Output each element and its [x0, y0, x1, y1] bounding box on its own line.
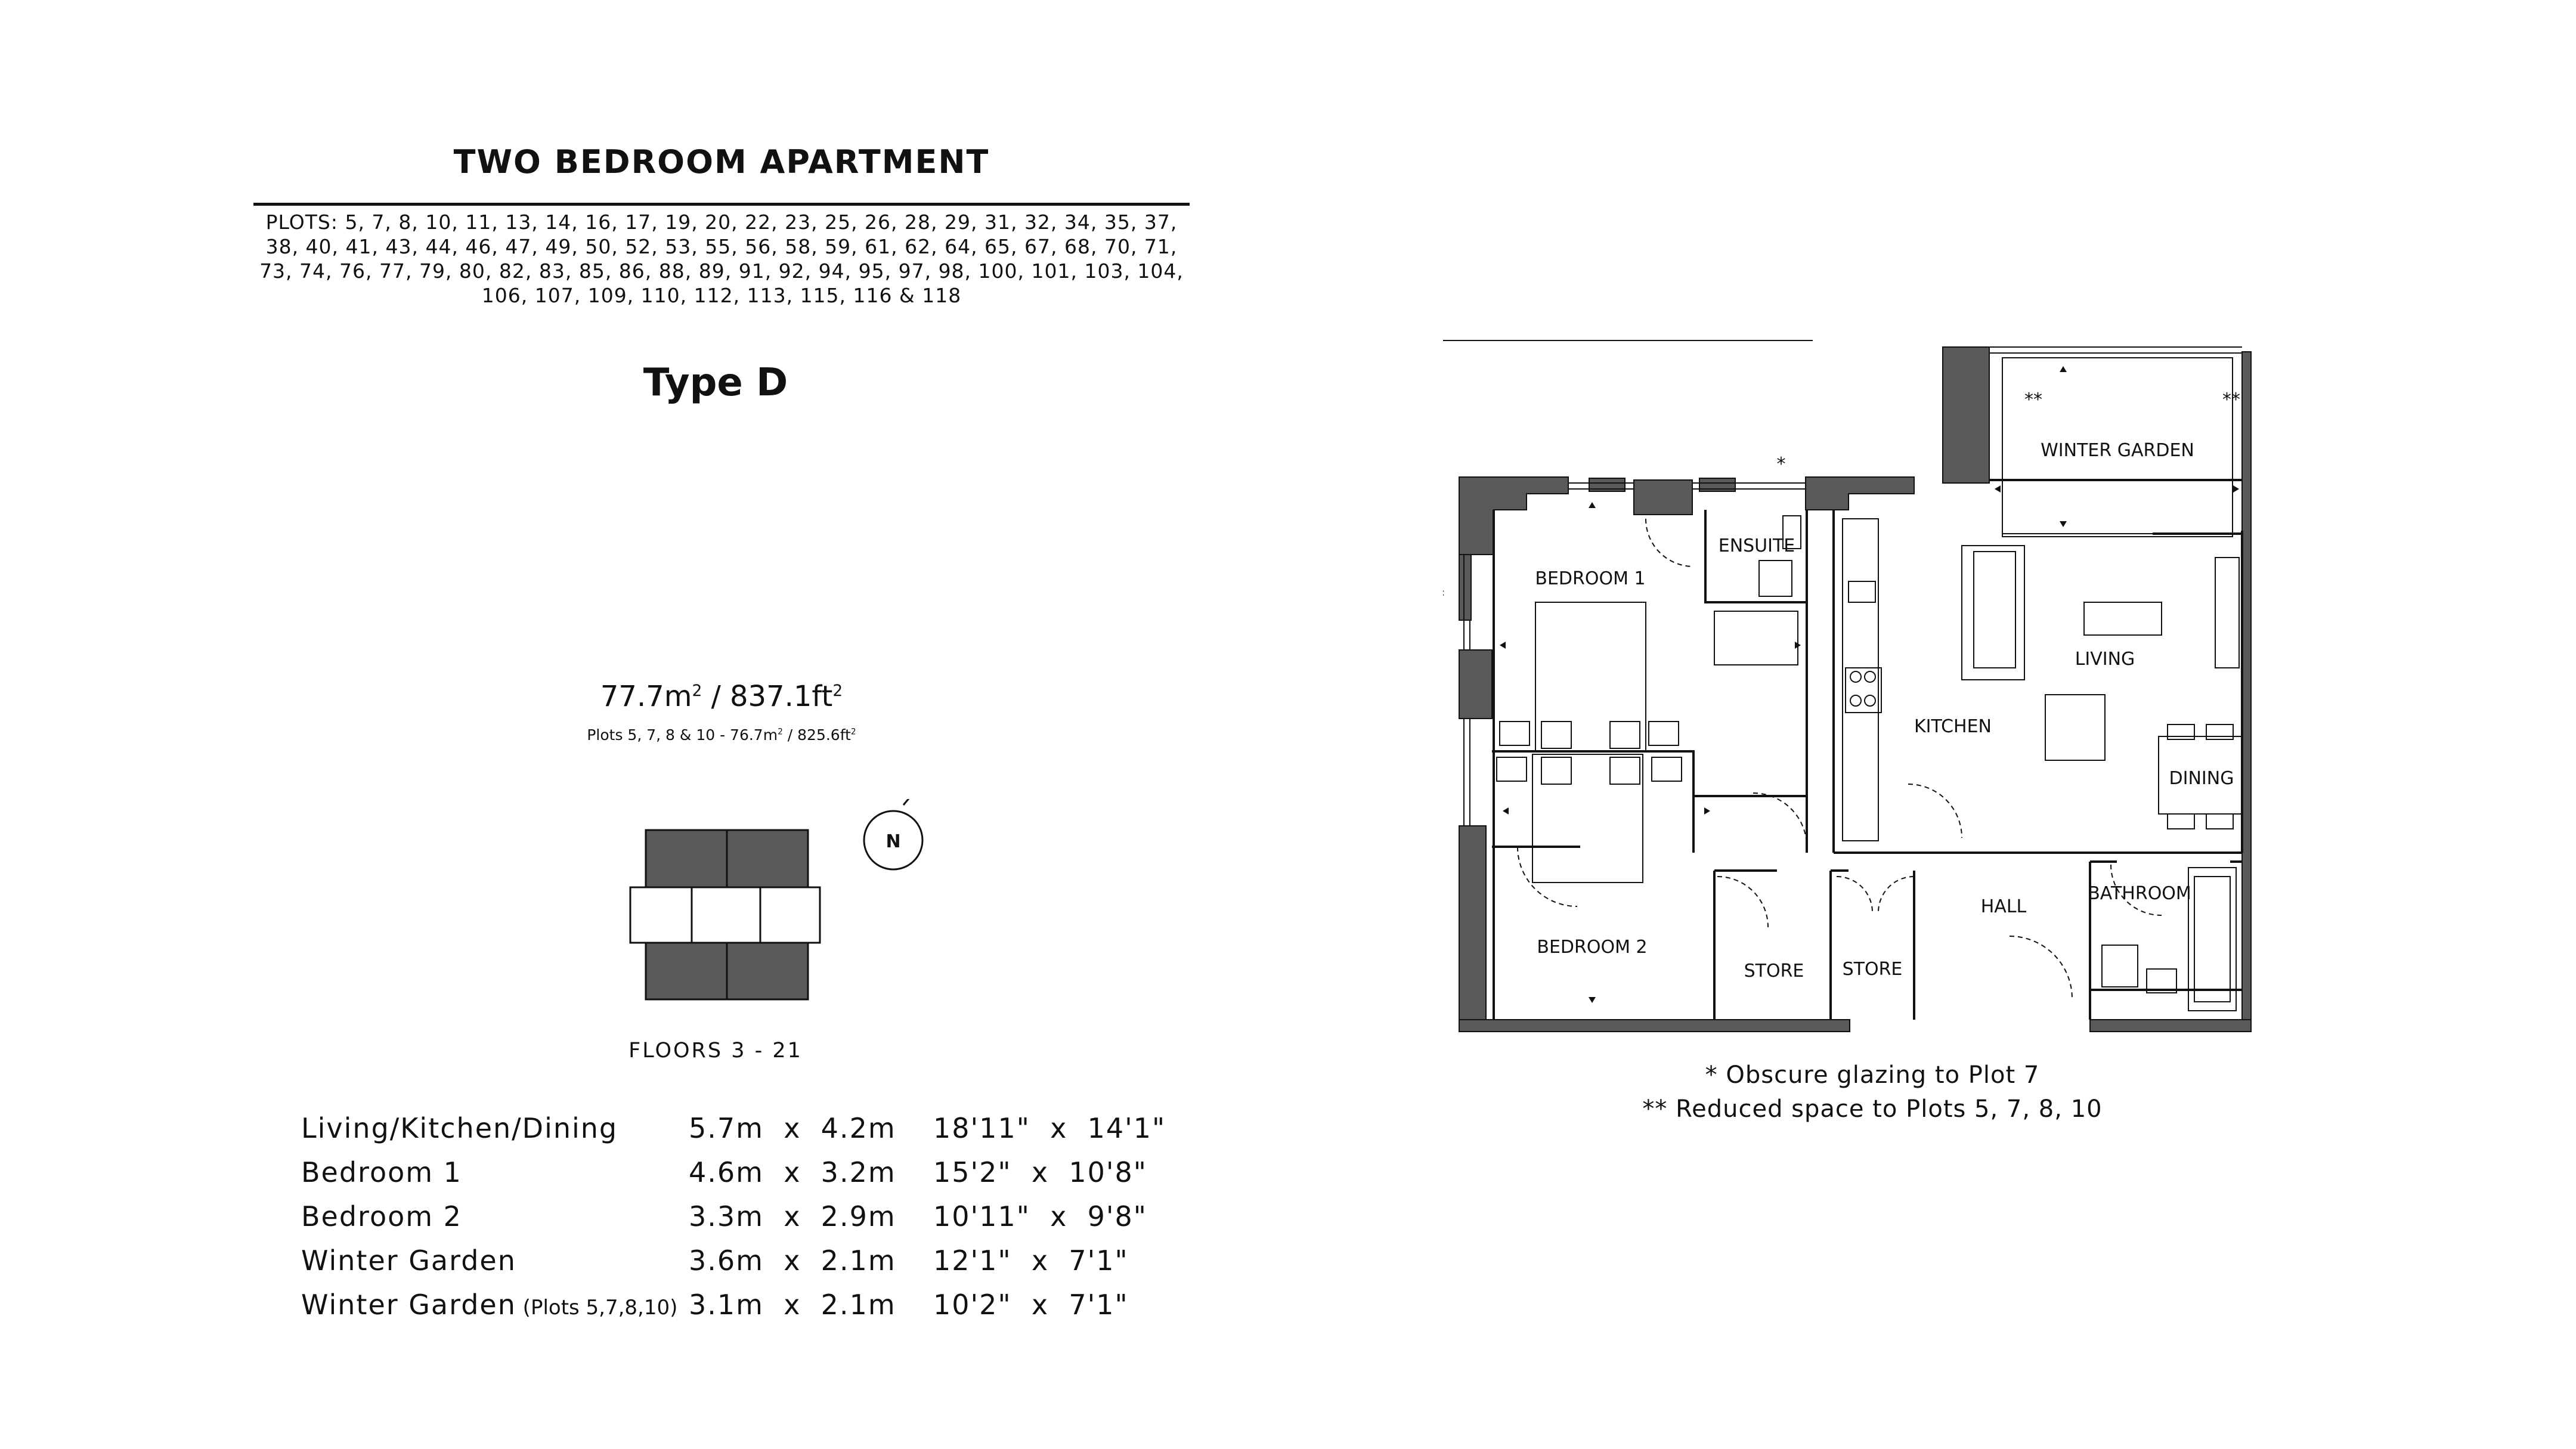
windows [1463, 346, 2242, 826]
north-arrow-icon: N [863, 799, 924, 871]
room-labels: WINTER GARDEN ENSUITE BEDROOM 1 LIVING K… [1535, 440, 2234, 982]
room-dimensions-table: Living/Kitchen/Dining 5.7m x 4.2m 18'11"… [301, 1106, 1172, 1327]
room-name: Winter Garden (Plots 5,7,8,10) [301, 1289, 678, 1321]
area-variant-metric-squared: 2 [778, 727, 783, 737]
key-plan-block-top-left [645, 829, 728, 888]
exterior-walls [1459, 346, 2252, 1032]
area-metric-squared: 2 [692, 682, 702, 700]
furniture [1443, 340, 2243, 1011]
floor-plan: WINTER GARDEN ENSUITE BEDROOM 1 LIVING K… [1443, 340, 2252, 1032]
area-variant: Plots 5, 7, 8 & 10 - 76.7m2 / 825.6ft2 [489, 726, 954, 744]
room-metric: 5.7m x 4.2m [689, 1112, 896, 1144]
store-2-label: STORE [1843, 959, 1903, 980]
title-divider [253, 203, 1190, 206]
room-name: Bedroom 2 [301, 1200, 462, 1233]
note-obscure-glazing: * Obscure glazing to Plot 7 [1705, 1061, 2040, 1089]
kitchen-label: KITCHEN [1914, 716, 1992, 737]
floors-label: FLOORS 3 - 21 [628, 1039, 803, 1063]
obscure-mark-left: * [1443, 586, 1445, 607]
key-plan-corridor-right [759, 886, 821, 944]
table-row: Bedroom 2 3.3m x 2.9m 10'11" x 9'8" [301, 1194, 1172, 1239]
total-area: 77.7m2 / 837.1ft2 [489, 680, 954, 713]
page-title: TWO BEDROOM APARTMENT [453, 143, 990, 181]
winter-garden-label: WINTER GARDEN [2041, 440, 2194, 461]
room-imperial: 10'2" x 7'1" [933, 1289, 1129, 1321]
area-variant-metric: Plots 5, 7, 8 & 10 - 76.7m [587, 726, 778, 744]
area-imperial-squared: 2 [832, 682, 843, 700]
area-variant-imperial: / 825.6ft [782, 726, 851, 744]
key-plan-block-bottom-right [726, 942, 809, 1001]
dimension-arrows [1500, 366, 2239, 1003]
table-row: Living/Kitchen/Dining 5.7m x 4.2m 18'11"… [301, 1106, 1172, 1150]
winter-garden-frame [2002, 357, 2242, 537]
apartment-type: Type D [643, 361, 788, 405]
area-imperial: 837.1ft [730, 680, 833, 713]
room-name: Bedroom 1 [301, 1156, 462, 1188]
plan-notes: * Obscure glazing to Plot 7 ** Reduced s… [1574, 1058, 2171, 1126]
room-metric: 3.3m x 2.9m [689, 1200, 896, 1233]
room-metric: 3.1m x 2.1m [689, 1289, 896, 1321]
table-row: Bedroom 1 4.6m x 3.2m 15'2" x 10'8" [301, 1150, 1172, 1194]
area-variant-imperial-squared: 2 [850, 727, 856, 737]
bedroom-1-label: BEDROOM 1 [1535, 568, 1645, 589]
room-name: Winter Garden [301, 1244, 516, 1277]
room-imperial: 18'11" x 14'1" [933, 1112, 1166, 1144]
glazing-marks: * * ** ** [1443, 389, 2240, 607]
key-plan-block-top-right [726, 829, 809, 888]
room-imperial: 12'1" x 7'1" [933, 1244, 1129, 1277]
bedroom-2-label: BEDROOM 2 [1537, 937, 1647, 958]
plots-list: PLOTS: 5, 7, 8, 10, 11, 13, 14, 16, 17, … [259, 210, 1184, 307]
area-separator: / [702, 680, 730, 713]
key-plan: N [629, 799, 924, 1001]
hall-label: HALL [1981, 896, 2027, 917]
room-metric: 4.6m x 3.2m [689, 1156, 896, 1188]
north-label: N [886, 831, 900, 852]
key-plan-corridor-middle [691, 886, 761, 944]
room-imperial: 10'11" x 9'8" [933, 1200, 1147, 1233]
note-reduced-space: ** Reduced space to Plots 5, 7, 8, 10 [1642, 1095, 2103, 1123]
room-name: Living/Kitchen/Dining [301, 1112, 618, 1144]
key-plan-corridor-left [629, 886, 693, 944]
living-label: LIVING [2075, 649, 2135, 670]
ensuite-label: ENSUITE [1719, 535, 1795, 556]
bathroom-label: BATHROOM [2088, 883, 2191, 904]
room-metric: 3.6m x 2.1m [689, 1244, 896, 1277]
dining-label: DINING [2169, 768, 2234, 789]
area-metric: 77.7m [600, 680, 692, 713]
obscure-mark-top: * [1777, 454, 1786, 475]
room-imperial: 15'2" x 10'8" [933, 1156, 1147, 1188]
store-1-label: STORE [1744, 961, 1804, 982]
reduced-mark-right: ** [2222, 389, 2240, 410]
reduced-mark-left: ** [2024, 389, 2042, 410]
table-row: Winter Garden (Plots 5,7,8,10) 3.1m x 2.… [301, 1283, 1172, 1327]
door-swings [1517, 518, 2162, 999]
key-plan-block-bottom-left [645, 942, 728, 1001]
table-row: Winter Garden 3.6m x 2.1m 12'1" x 7'1" [301, 1239, 1172, 1283]
